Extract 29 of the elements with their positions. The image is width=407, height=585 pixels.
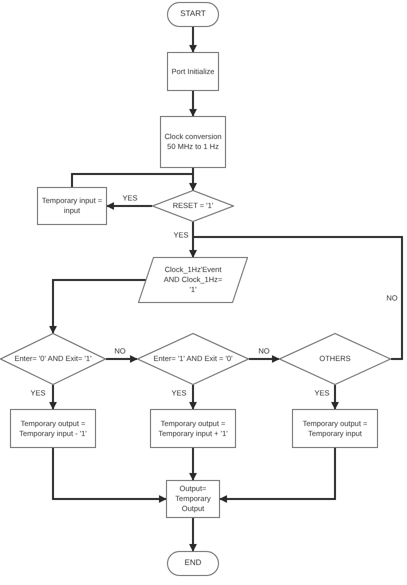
arrow — [71, 173, 197, 191]
process-box — [167, 52, 219, 91]
arrow — [49, 385, 57, 410]
process-box — [150, 409, 236, 448]
arrow — [189, 385, 197, 410]
arrow — [219, 448, 336, 503]
arrow — [189, 236, 403, 360]
decision-diamond — [152, 190, 234, 222]
process-box — [10, 409, 96, 448]
arrow — [189, 27, 197, 53]
arrow — [189, 91, 197, 117]
arrow — [189, 518, 197, 552]
process-box — [37, 187, 107, 225]
decision-diamond — [0, 333, 106, 385]
arrow — [52, 448, 167, 503]
decision-diamond — [279, 333, 391, 385]
process-box — [292, 409, 378, 448]
node-label: START — [180, 9, 206, 20]
process-box — [160, 116, 226, 168]
arrow — [189, 448, 197, 481]
arrow — [331, 385, 339, 410]
arrow — [106, 355, 138, 363]
decision-diamond — [137, 333, 249, 385]
arrow — [249, 355, 280, 363]
arrow — [49, 279, 146, 334]
arrow — [106, 202, 152, 210]
process-box — [166, 480, 220, 518]
io-parallelogram — [138, 257, 248, 303]
node-label: END — [184, 558, 202, 569]
